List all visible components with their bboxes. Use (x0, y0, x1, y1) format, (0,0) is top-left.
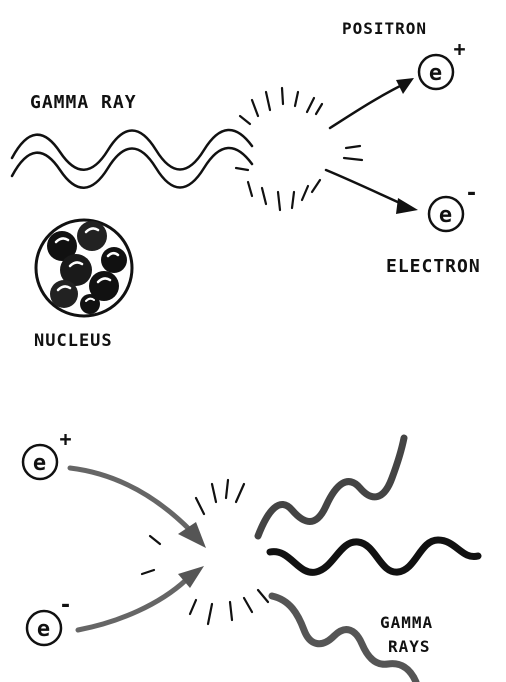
gamma-rays-label-line2: RAYS (388, 637, 431, 656)
bottom-electron-e-glyph: e (37, 617, 51, 642)
bottom-positron-plus-sign: + (59, 427, 72, 451)
incoming-gamma-ray (12, 130, 252, 188)
gamma-rays-label-line1: GAMMA (380, 613, 433, 632)
bottom-positron-symbol: e + (23, 427, 73, 479)
positron-plus-sign: + (453, 37, 466, 61)
bottom-positron-e-glyph: e (33, 451, 47, 476)
outgoing-gamma-ray-middle (270, 540, 478, 572)
positron-label: POSITRON (342, 19, 427, 38)
positron-symbol: e + (419, 37, 467, 89)
electron-minus-sign: - (465, 181, 479, 206)
positron-arrow (330, 78, 414, 128)
interaction-burst-bottom (142, 480, 268, 624)
electron-label: ELECTRON (386, 256, 481, 277)
positron-e-glyph: e (429, 61, 443, 86)
electron-e-glyph: e (439, 203, 453, 228)
bottom-electron-symbol: e - (27, 593, 73, 645)
interaction-burst-top (236, 88, 362, 210)
gamma-ray-label: GAMMA RAY (30, 92, 137, 113)
outgoing-gamma-ray-upper (258, 438, 404, 536)
electron-arrow (326, 170, 418, 214)
electron-incoming-arrow (78, 566, 204, 630)
bottom-electron-minus-sign: - (59, 593, 73, 618)
electron-symbol: e - (429, 181, 479, 231)
nucleus-label: NUCLEUS (34, 331, 113, 351)
positron-incoming-arrow (70, 468, 206, 548)
nucleus-drawing (36, 220, 132, 316)
